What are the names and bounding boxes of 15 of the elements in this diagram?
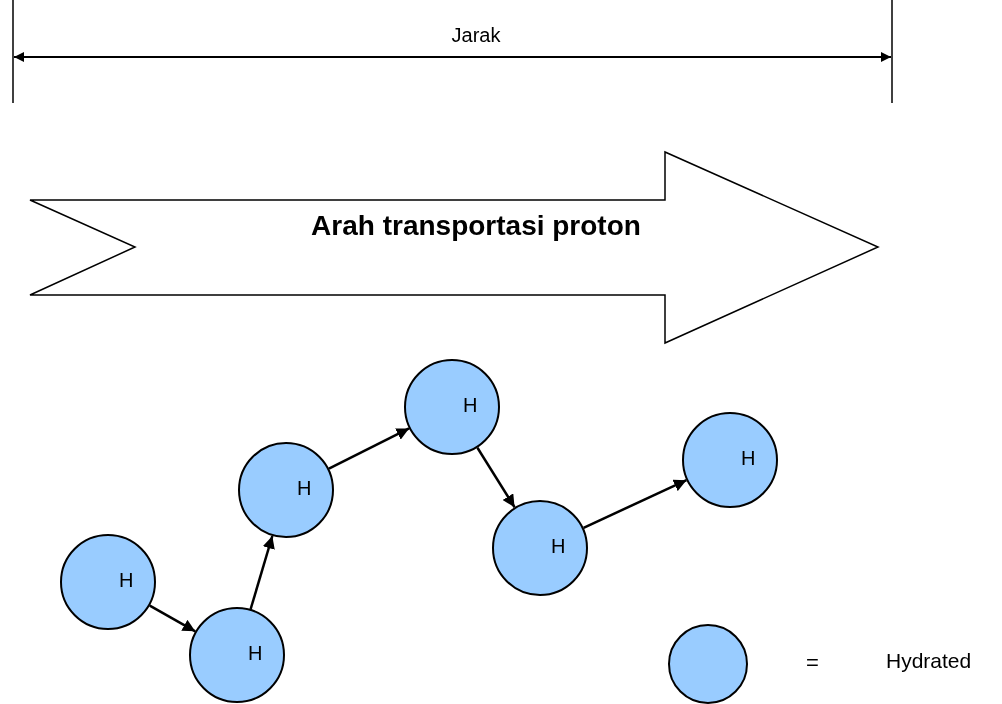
legend-label: Hydrated [886, 649, 972, 673]
arrow-label: Arah transportasi proton [310, 210, 642, 242]
ion-label: H [248, 642, 263, 665]
arrow [476, 447, 516, 508]
dimension-label: Jarak [450, 24, 502, 47]
arrow [249, 535, 275, 610]
arrow [328, 427, 410, 470]
ion-label: H [551, 535, 566, 558]
arrow [583, 479, 687, 529]
arrow [149, 604, 196, 633]
equals-sign: = [806, 650, 819, 676]
ion-label: H [297, 477, 312, 500]
ion-label: H [741, 447, 756, 470]
ion-label: H [119, 569, 134, 592]
ion-label: H [463, 394, 478, 417]
